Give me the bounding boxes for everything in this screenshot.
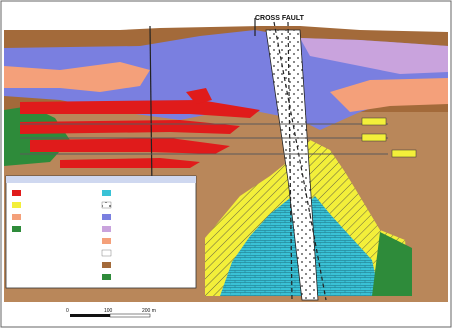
cross-fault-label: CROSS FAULT — [255, 15, 305, 22]
legend — [6, 176, 196, 288]
scale-label-200: 200 m — [142, 308, 156, 314]
scale-label-0: 0 — [66, 308, 69, 314]
scale-label-100: 100 — [104, 308, 113, 314]
